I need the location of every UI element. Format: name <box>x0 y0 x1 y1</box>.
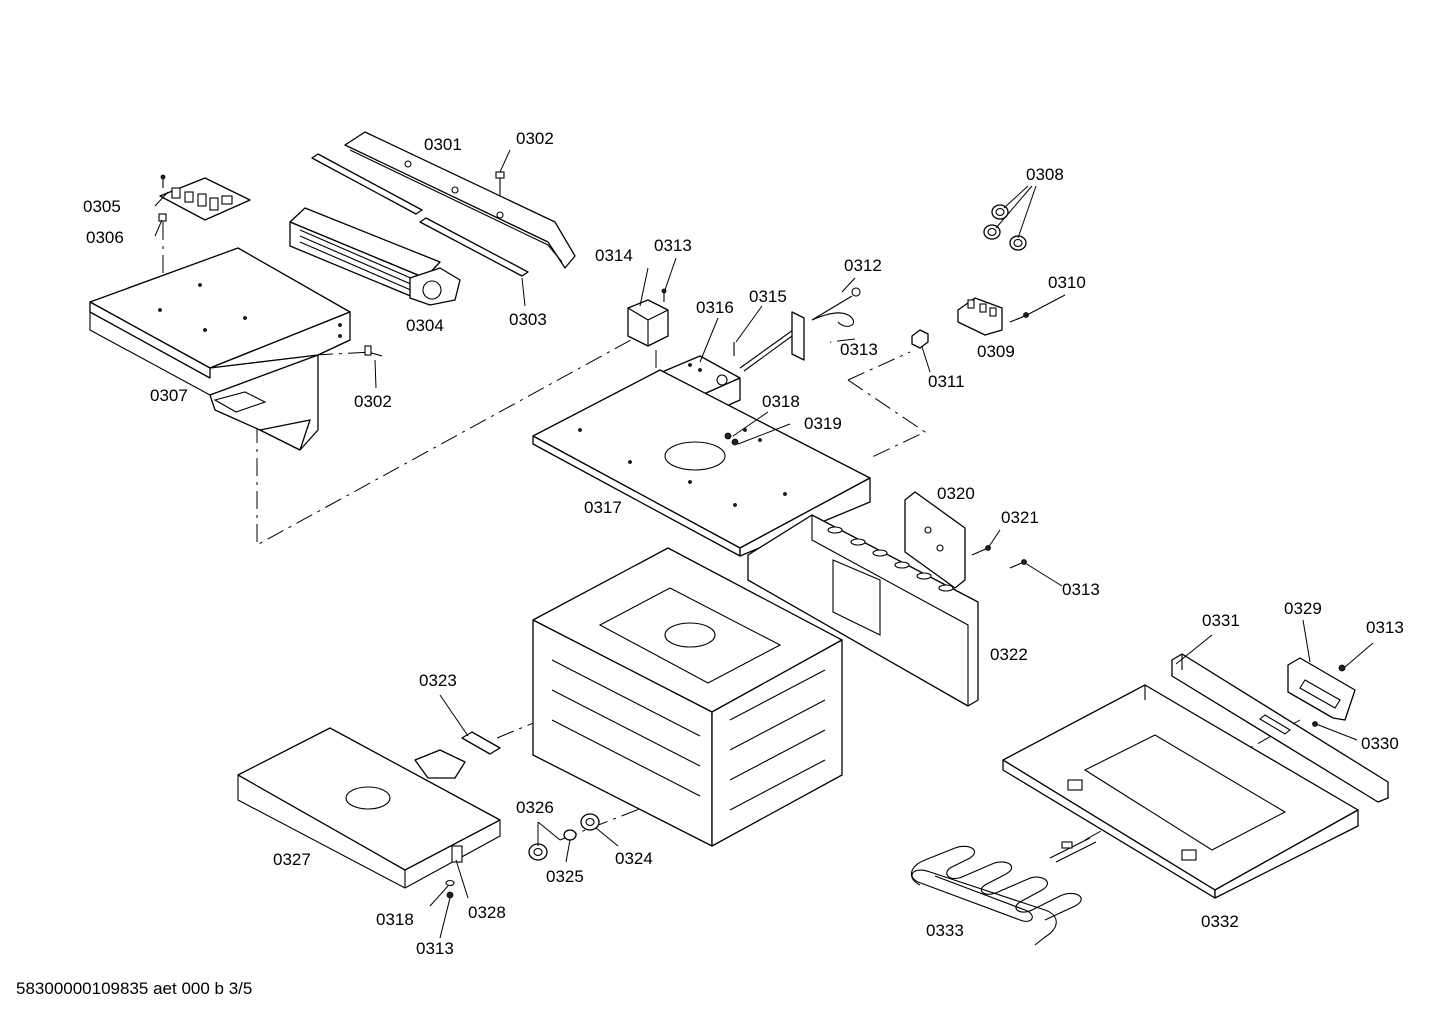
part-0323-seal <box>461 731 501 755</box>
part-0321-screw <box>971 545 991 556</box>
part-0332-bottom-plate <box>1002 684 1359 899</box>
part-0308-knobs <box>983 204 1027 251</box>
label-0321: 0321 <box>1001 508 1039 527</box>
label-0316: 0316 <box>696 298 734 317</box>
label-0310: 0310 <box>1048 273 1086 292</box>
part-0313-screw-door <box>446 891 454 899</box>
part-0307-air-duct <box>89 247 351 451</box>
part-0309-selector-switch <box>957 297 1003 336</box>
part-0322-rear-panel <box>747 514 979 707</box>
label-0326: 0326 <box>516 798 554 817</box>
part-0333-heating-element <box>910 837 1097 946</box>
label-0311: 0311 <box>928 372 965 391</box>
label-0329: 0329 <box>1284 599 1322 618</box>
part-oven-cavity <box>532 547 843 847</box>
part-0317-top-plate <box>532 369 871 557</box>
label-0313: 0313 <box>1366 618 1404 637</box>
part-0331-rail <box>1171 653 1389 803</box>
label-0327: 0327 <box>273 850 311 869</box>
label-0303: 0303 <box>509 310 547 329</box>
document-reference: 58300000109835 aet 000 b 3/5 <box>16 979 253 998</box>
leader-lines <box>154 149 1374 939</box>
label-0324: 0324 <box>615 849 653 868</box>
label-0319: 0319 <box>804 414 842 433</box>
label-0313: 0313 <box>654 236 692 255</box>
label-0313: 0313 <box>416 939 454 958</box>
label-0322: 0322 <box>990 645 1028 664</box>
label-0318: 0318 <box>762 392 800 411</box>
label-0317: 0317 <box>584 498 622 517</box>
part-0301-top-trim <box>344 131 576 269</box>
label-0328: 0328 <box>468 903 506 922</box>
part-0330-screw <box>1312 721 1318 727</box>
part-0313-screw-rear <box>1009 559 1027 569</box>
part-0302-screw-upper <box>495 171 505 196</box>
part-0329-bracket <box>1287 657 1356 721</box>
part-0315-temperature-sensor <box>733 311 805 372</box>
part-0313-screw-bracket <box>1338 664 1346 672</box>
part-0325-lamp <box>563 829 577 841</box>
label-0330: 0330 <box>1361 734 1399 753</box>
part-0314-transformer <box>627 288 669 347</box>
part-labels: 0301 0302 0305 0306 0308 0313 0314 0312 … <box>83 129 1404 958</box>
label-0331: 0331 <box>1202 611 1240 630</box>
part-0310-screw <box>1009 312 1029 323</box>
label-0309: 0309 <box>977 342 1015 361</box>
label-0301: 0301 <box>424 135 462 154</box>
label-0318: 0318 <box>376 910 414 929</box>
label-0307: 0307 <box>150 386 188 405</box>
label-0313: 0313 <box>1062 580 1100 599</box>
label-0325: 0325 <box>546 867 584 886</box>
label-0312: 0312 <box>844 256 882 275</box>
part-0304-tangential-fan <box>289 207 461 306</box>
label-0308: 0308 <box>1026 165 1064 184</box>
part-0326-lamp-holder <box>528 843 548 861</box>
label-0332: 0332 <box>1201 912 1239 931</box>
label-0306: 0306 <box>86 228 124 247</box>
label-0302: 0302 <box>354 392 392 411</box>
part-0312-thermostat-probe <box>811 287 861 327</box>
label-0333: 0333 <box>926 921 964 940</box>
label-0304: 0304 <box>406 316 444 335</box>
label-0320: 0320 <box>937 484 975 503</box>
part-0320-bracket <box>904 491 966 589</box>
label-0313: 0313 <box>840 340 878 359</box>
part-0327-door-panel <box>237 727 501 889</box>
label-0305: 0305 <box>83 197 121 216</box>
label-0323: 0323 <box>419 671 457 690</box>
part-0324-lamp-cover <box>580 813 600 831</box>
label-0314: 0314 <box>595 246 633 265</box>
part-0302-screw-lower <box>364 345 383 357</box>
part-0305-control-board <box>158 174 251 222</box>
label-0302: 0302 <box>516 129 554 148</box>
part-0311-nut <box>911 329 929 349</box>
part-0318-washer-door <box>445 879 455 887</box>
part-0303-gaskets <box>311 153 529 277</box>
label-0315: 0315 <box>749 287 787 306</box>
